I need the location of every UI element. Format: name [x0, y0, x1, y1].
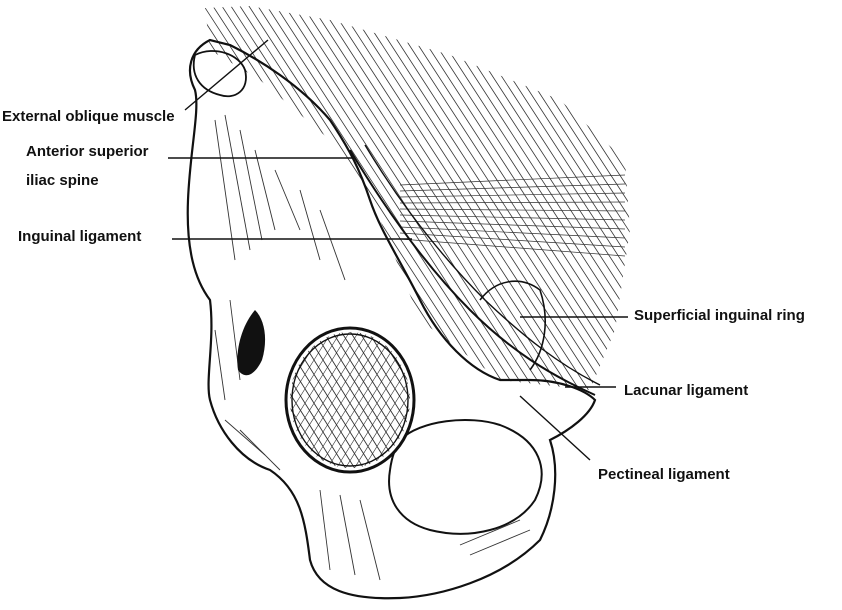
- superficial-ring-outline: [479, 280, 546, 371]
- label-pectineal-ligament: Pectineal ligament: [598, 466, 730, 483]
- label-asis-line2: iliac spine: [26, 172, 99, 189]
- ilium-outline: [186, 38, 597, 600]
- dark-notch: [237, 310, 266, 376]
- asis-bulge: [192, 50, 247, 98]
- leader-external-oblique: [184, 39, 269, 111]
- label-superficial-inguinal-ring: Superficial inguinal ring: [634, 307, 805, 324]
- obturator-foramen: [388, 419, 543, 535]
- leader-lines: [168, 39, 628, 461]
- leader-pectineal-ligament: [519, 395, 591, 461]
- label-asis-line1: Anterior superior: [26, 143, 149, 160]
- muscle-fibers: [205, 6, 630, 390]
- label-lacunar-ligament: Lacunar ligament: [624, 382, 749, 399]
- inguinal-ligament-band: [349, 149, 596, 396]
- label-external-oblique-muscle: External oblique muscle: [2, 108, 175, 125]
- label-inguinal-ligament: Inguinal ligament: [18, 228, 142, 245]
- acetabulum-rim: [284, 326, 416, 474]
